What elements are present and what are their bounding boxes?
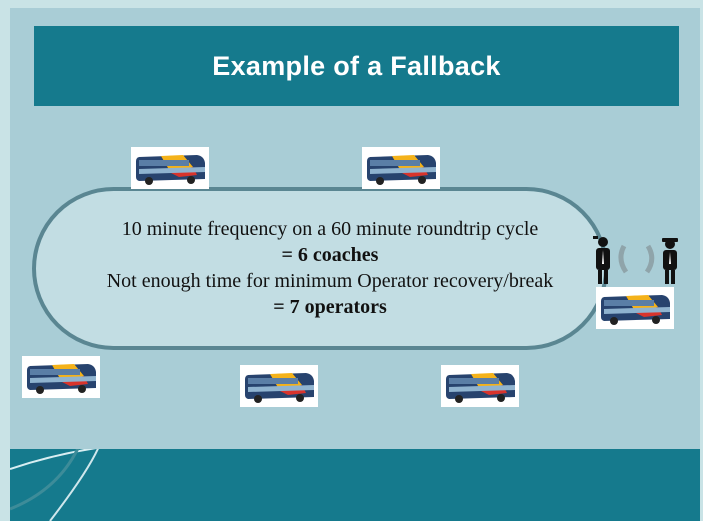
slide: Example of a Fallback 10 minute frequenc… [10, 8, 700, 521]
slide-title: Example of a Fallback [212, 50, 501, 81]
bus-icon [131, 147, 209, 189]
bus-icon [441, 365, 519, 407]
frequency-text: 10 minute frequency on a 60 minute round… [121, 218, 539, 240]
bus-icon [22, 356, 100, 398]
route-loop [32, 187, 608, 350]
operator-swap [590, 234, 685, 284]
bottom-decorative-band [10, 449, 700, 521]
bus-icon [362, 147, 440, 189]
recovery-text: Not enough time for minimum Operator rec… [106, 270, 554, 292]
bus-icon [596, 287, 674, 329]
circular-arrows-icon [618, 244, 655, 274]
bus-operator-icon [662, 238, 678, 284]
title-bar: Example of a Fallback [34, 26, 679, 106]
coaches-text: = 6 coaches [281, 244, 379, 266]
loop-text: 10 minute frequency on a 60 minute round… [50, 216, 610, 320]
operators-text: = 7 operators [273, 296, 387, 318]
bus-operator-icon [593, 236, 610, 284]
bus-icon [240, 365, 318, 407]
